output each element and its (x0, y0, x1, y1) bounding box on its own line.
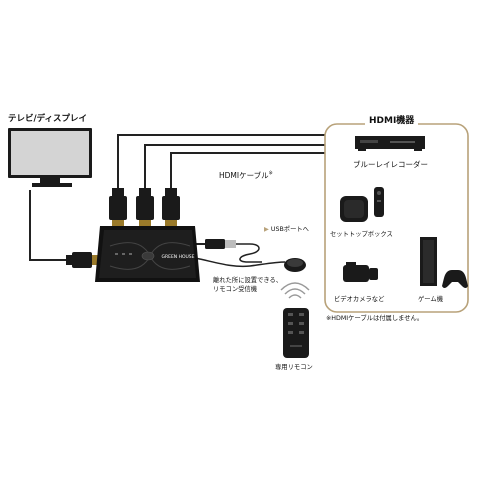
hdmi-plug-2 (136, 188, 154, 226)
receiver-cable (194, 257, 286, 268)
hdmi-cable-2 (144, 144, 325, 190)
display-output-cable (29, 190, 72, 261)
remote-control (283, 308, 309, 358)
cable-not-included-note: ※HDMIケーブルは付属しません。 (326, 315, 424, 322)
receiver-note-line1: 離れた所に設置できる、 (213, 277, 283, 284)
video-camera-icon (343, 262, 378, 282)
videocam-label: ビデオカメラなど (334, 296, 385, 303)
switch-select-button (141, 251, 155, 261)
display-monitor (8, 128, 92, 187)
hdmi-cable-3 (170, 152, 325, 190)
hdmi-output-plug (66, 252, 98, 268)
hdmi-cable-text: HDMIケーブル (219, 171, 269, 180)
hdmi-input-cables (117, 134, 325, 190)
receiver-note-line2: リモコン受信機 (213, 286, 258, 293)
bluray-label: ブルーレイレコーダー (353, 160, 428, 169)
hdmi-plug-3 (162, 188, 180, 226)
hdmi-plug-1 (109, 188, 127, 226)
usb-cable-loop (236, 243, 262, 263)
set-top-box-icon (340, 187, 384, 222)
game-console-label: ゲーム機 (418, 296, 443, 303)
usb-plug (205, 239, 236, 249)
usb-port-text: USBポートへ (270, 226, 309, 233)
hdmi-devices-title: HDMI機器 (365, 113, 419, 126)
display-label: テレビ/ディスプレイ (8, 114, 88, 124)
game-console-icon (420, 237, 468, 288)
hdmi-switch-box (95, 226, 200, 282)
hdmi-cable-1 (117, 134, 325, 190)
usb-arrow-icon: ▶ (264, 226, 269, 233)
wireless-signal-icon (280, 282, 310, 299)
hdmi-cable-label: HDMIケーブル※ (219, 170, 273, 181)
ir-receiver (284, 258, 306, 272)
usb-port-label: ▶ USBポートへ (264, 224, 309, 233)
settop-label: セットトップボックス (330, 231, 393, 238)
hdmi-cable-note-mark: ※ (268, 170, 273, 177)
bluray-recorder-icon (355, 136, 425, 151)
switch-brand-label: GREEN HOUSE (161, 254, 194, 260)
remote-label: 専用リモコン (275, 364, 313, 371)
